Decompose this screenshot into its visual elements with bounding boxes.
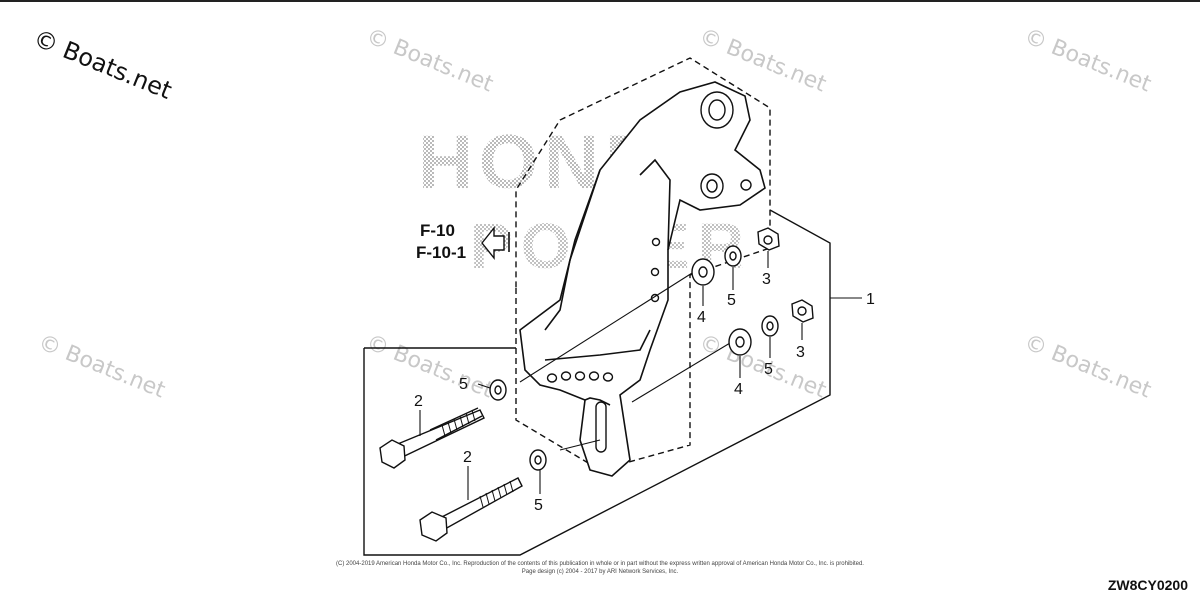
callout-5-bolt-lower: 5 bbox=[534, 497, 543, 514]
top-border bbox=[0, 0, 1200, 2]
callout-4-upper: 4 bbox=[697, 309, 706, 326]
leader-lines bbox=[419, 251, 862, 500]
callout-5-upper: 5 bbox=[727, 292, 736, 309]
bracket-holes bbox=[546, 91, 752, 453]
callout-5-bolt-upper: 5 bbox=[459, 376, 468, 393]
reference-block: F-10 F-10-1 bbox=[416, 221, 510, 262]
washer-5-bolt-side bbox=[489, 379, 547, 471]
bracket-boundary-dashed bbox=[515, 57, 771, 471]
ref-f10[interactable]: F-10 bbox=[420, 221, 455, 240]
callout-2-lower: 2 bbox=[463, 449, 472, 466]
callout-3-upper: 3 bbox=[762, 271, 771, 288]
hardware-lower bbox=[728, 299, 814, 356]
assembly-lines bbox=[519, 267, 736, 451]
footer-copyright-block: (C) 2004-2019 American Honda Motor Co., … bbox=[330, 560, 870, 576]
bolt-lower bbox=[419, 477, 523, 542]
ref-f10-1[interactable]: F-10-1 bbox=[416, 243, 466, 262]
callout-numbers: 1 2 2 3 3 4 4 5 5 5 5 bbox=[414, 271, 875, 514]
callout-1: 1 bbox=[866, 291, 875, 308]
parts-box-outline bbox=[363, 209, 831, 556]
callout-4-lower: 4 bbox=[734, 381, 743, 398]
footer-design: Page design (c) 2004 - 2017 by ARI Netwo… bbox=[521, 569, 679, 575]
arrow-left-icon bbox=[481, 226, 505, 260]
callout-3-lower: 3 bbox=[796, 344, 805, 361]
bolt-upper bbox=[379, 407, 485, 469]
hardware-upper bbox=[691, 227, 780, 286]
footer-copyright: (C) 2004-2019 American Honda Motor Co., … bbox=[336, 561, 864, 567]
callout-5-lower: 5 bbox=[764, 361, 773, 378]
diagram-code: ZW8CY0200 bbox=[1107, 577, 1188, 593]
callout-2-upper: 2 bbox=[414, 393, 423, 410]
